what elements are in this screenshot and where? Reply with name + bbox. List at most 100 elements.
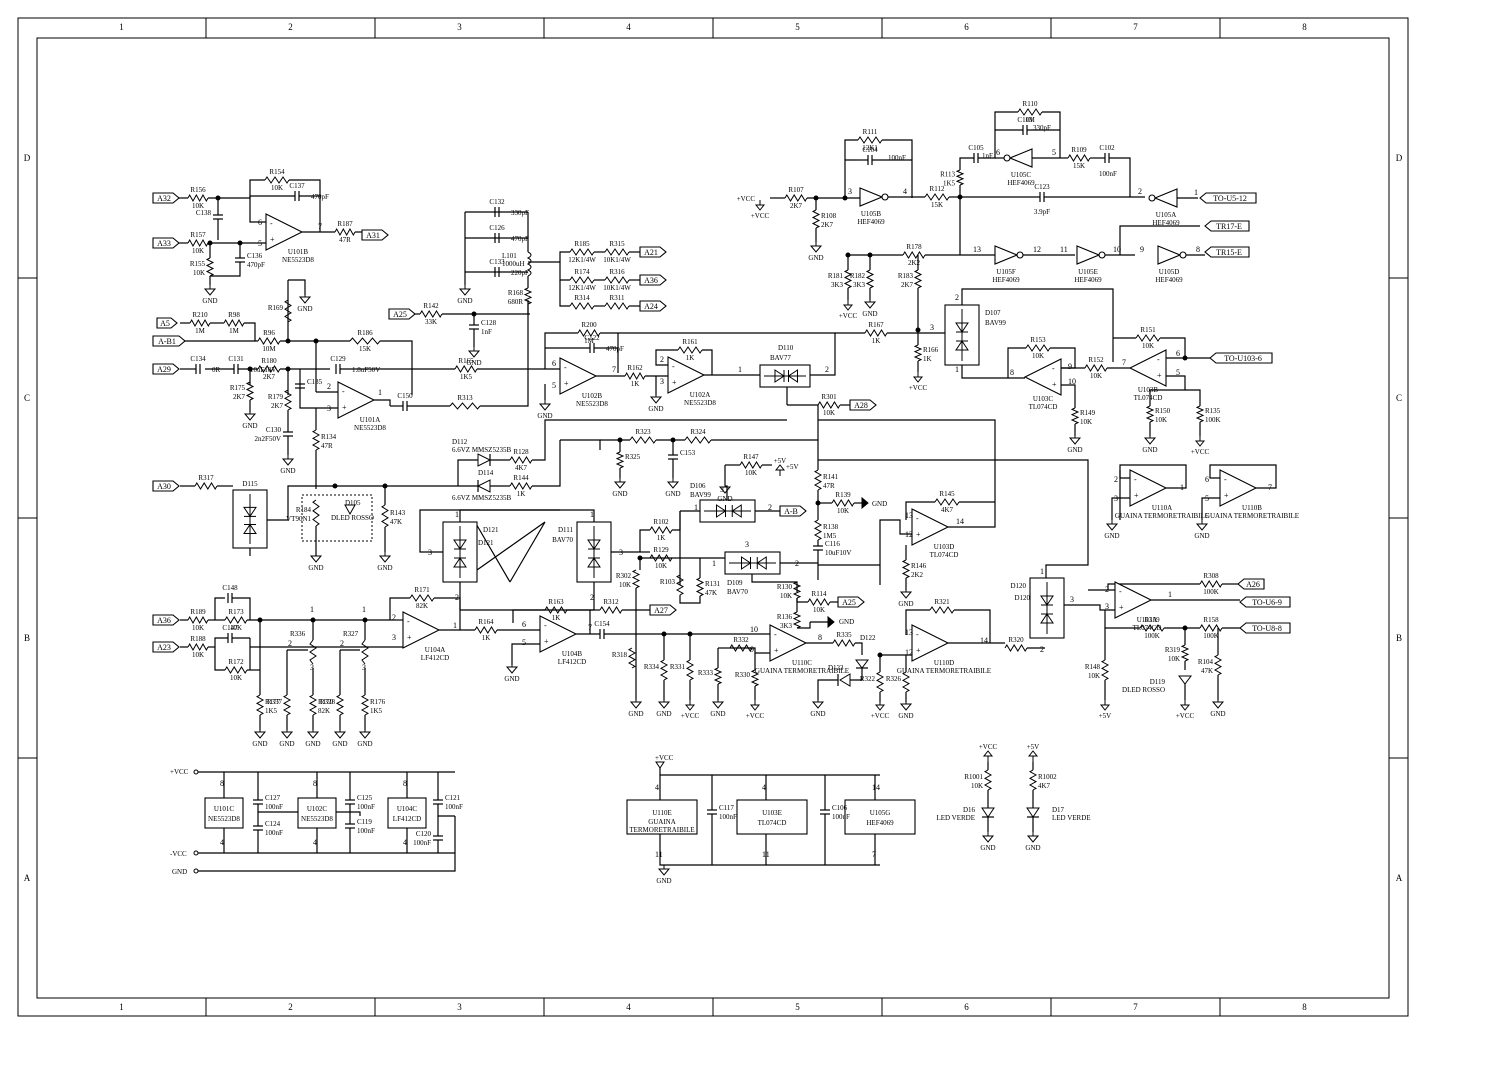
diode-ref: D121 (483, 526, 499, 534)
resistor (334, 227, 356, 237)
port-flag (152, 363, 180, 375)
zener-value: 6.6VZ MMSZ5235B (452, 494, 511, 502)
opamp-body (1128, 349, 1167, 387)
resistor (1135, 334, 1161, 342)
supply-terminal (193, 850, 199, 856)
wire (198, 816, 456, 872)
port-flag (1239, 622, 1291, 634)
resistor (649, 526, 673, 534)
resistor-value: 10K (230, 674, 242, 682)
port-name: A21 (644, 248, 658, 257)
inverter-body (994, 245, 1019, 265)
port-flag (779, 505, 807, 517)
led-ref: D17 (1052, 806, 1065, 814)
port-name: A25 (393, 310, 407, 319)
pin-num: 2 (1105, 585, 1109, 594)
wire (639, 529, 650, 552)
ic-ref: U104C (397, 805, 418, 813)
resistor-ref: R150 (1155, 407, 1171, 415)
ground-symbol (378, 555, 392, 563)
ground-symbol (1143, 437, 1157, 445)
pin-num: 10 (1068, 377, 1076, 386)
resistor-value: 12K1 (862, 144, 878, 152)
port-flag (388, 308, 416, 320)
wire (1042, 111, 1061, 158)
opamp-part: TL074CD (1133, 624, 1162, 632)
port-name: TR17-E (1216, 222, 1242, 231)
resistor-value: 15K (931, 201, 943, 209)
opamp-minus: - (916, 630, 919, 639)
capacitor-ref: C106 (832, 804, 848, 812)
res (675, 574, 685, 596)
opamp-body (559, 357, 598, 395)
resistor-ref: R173 (228, 608, 244, 616)
resistor-value: 10K1/4W (603, 284, 631, 292)
wire (954, 609, 991, 643)
led-ref: D105 (345, 499, 361, 507)
port-flag (152, 614, 180, 626)
inverter-body (859, 187, 884, 207)
res (1180, 644, 1190, 662)
resistor-ref: R151 (1140, 326, 1156, 334)
resistor-ref: R159 (1144, 616, 1160, 624)
diode-part: BAV70 (552, 536, 573, 544)
supply-terminal (193, 769, 199, 775)
resistor-ref: R335 (836, 631, 852, 639)
zone-row-right: D (1396, 153, 1403, 163)
pin-num: 12 (1033, 245, 1041, 254)
port-name: A-B1 (158, 337, 176, 346)
supply-arrow (912, 376, 924, 383)
inverter-ref: U105D (1159, 268, 1180, 276)
pin-num: 14 (872, 783, 880, 792)
resistor-value: 4K7 (941, 506, 954, 514)
wire (818, 419, 996, 528)
resistor-value: 2K7 (821, 221, 834, 229)
resistor-ref: R141 (823, 473, 839, 481)
resistor-ref: R108 (821, 212, 837, 220)
wire (389, 597, 410, 620)
resistor-ref: R178 (906, 243, 922, 251)
capacitor-value: 100nF (832, 813, 850, 821)
capacitor-value: 470pF (311, 193, 329, 201)
capacitor-ref: C131 (228, 355, 244, 363)
supply-arrow (1099, 704, 1111, 711)
resistor (577, 329, 601, 337)
wire (659, 768, 880, 776)
resistor-value: 1M (1025, 116, 1036, 124)
resistor (569, 302, 595, 310)
resistor (1199, 580, 1223, 588)
opamp-plus: + (1052, 380, 1057, 389)
wire (267, 485, 458, 521)
port-name: A32 (157, 194, 171, 203)
wire (374, 399, 391, 406)
ic-box (204, 797, 244, 829)
resistor-ref: R135 (1205, 407, 1221, 415)
capacitor-value: 100nF (265, 803, 283, 811)
zone-col-top: 7 (1133, 22, 1138, 32)
port-name: A24 (644, 302, 658, 311)
resistor-ref: R143 (390, 509, 406, 517)
opamp-plus: + (1119, 603, 1124, 612)
resistor (474, 626, 498, 634)
potentiometer (361, 639, 369, 665)
ic-ref: U103E (762, 809, 782, 817)
resistor-ref: R134 (321, 433, 337, 441)
capacitor-ref: C132 (489, 198, 505, 206)
capacitor-value: 100nF (413, 839, 431, 847)
resistor-ref: R162 (627, 364, 643, 372)
diode-ref: D106 (690, 482, 706, 490)
resistor-value: 1M5 (823, 532, 837, 540)
opamp-plus: + (270, 235, 275, 244)
resistor-ref: R320 (1008, 636, 1024, 644)
resistor-ref: R176 (370, 698, 386, 706)
resistor-ref: R164 (478, 618, 494, 626)
resistor-ref: R148 (1085, 663, 1101, 671)
zone-row-right: A (1396, 873, 1403, 883)
ground-symbol (243, 413, 257, 421)
inverter-bubble (1003, 154, 1011, 162)
resistor-value: 47R (321, 442, 333, 450)
res (713, 667, 723, 685)
ground-label: GND (1025, 844, 1040, 852)
resistor-value: 1K (657, 534, 666, 542)
resistor-ref: R179 (268, 393, 284, 401)
